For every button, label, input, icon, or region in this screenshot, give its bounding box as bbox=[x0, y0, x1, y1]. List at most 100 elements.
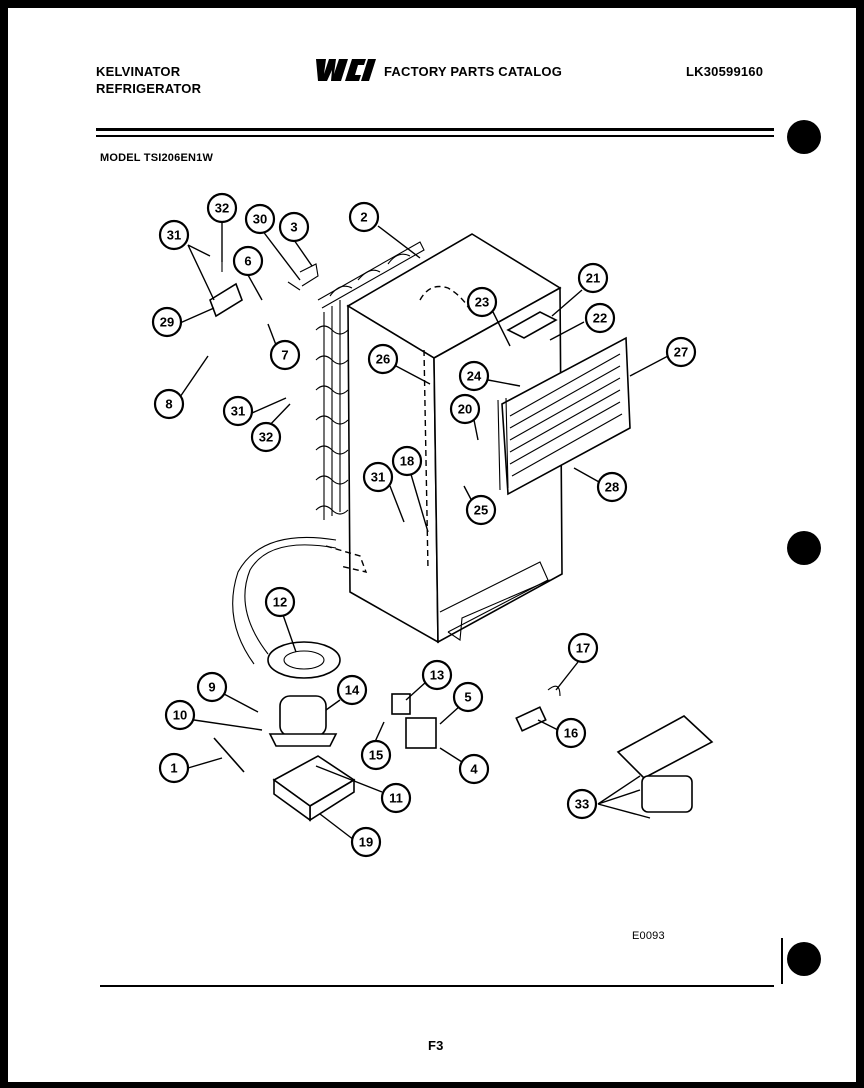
svg-text:15: 15 bbox=[369, 748, 383, 763]
svg-text:3: 3 bbox=[290, 220, 297, 235]
callout-31c: 31 bbox=[362, 461, 394, 493]
catalog-code: LK30599160 bbox=[686, 64, 764, 79]
callout-3: 3 bbox=[278, 211, 310, 243]
callout-11: 11 bbox=[380, 782, 412, 814]
svg-text:9: 9 bbox=[208, 680, 215, 695]
svg-text:23: 23 bbox=[475, 295, 489, 310]
relay bbox=[391, 693, 411, 715]
svg-text:29: 29 bbox=[160, 315, 174, 330]
callout-24: 24 bbox=[458, 360, 490, 392]
page-number: F3 bbox=[428, 1038, 444, 1053]
callout-1: 1 bbox=[158, 752, 190, 784]
svg-text:1: 1 bbox=[170, 761, 177, 776]
callout-31a: 31 bbox=[158, 219, 190, 251]
callout-28: 28 bbox=[596, 471, 628, 503]
model-number: MODEL TSI206EN1W bbox=[100, 152, 214, 164]
svg-text:5: 5 bbox=[464, 690, 471, 705]
callout-5: 5 bbox=[452, 681, 484, 713]
callout-27: 27 bbox=[665, 336, 697, 368]
svg-text:32: 32 bbox=[215, 201, 229, 216]
header-rule-bottom bbox=[96, 135, 774, 137]
svg-text:14: 14 bbox=[345, 683, 360, 698]
drawing-code: E0093 bbox=[632, 930, 665, 942]
capillary-tube bbox=[419, 285, 471, 311]
callout-7: 7 bbox=[269, 339, 301, 371]
svg-text:30: 30 bbox=[253, 212, 267, 227]
svg-text:13: 13 bbox=[430, 668, 444, 683]
binder-mark bbox=[781, 938, 783, 984]
clip bbox=[547, 685, 561, 697]
svg-text:11: 11 bbox=[389, 791, 403, 806]
callout-23: 23 bbox=[466, 286, 498, 318]
thermostat bbox=[515, 706, 547, 732]
svg-text:17: 17 bbox=[576, 641, 590, 656]
filter-drier bbox=[213, 737, 245, 773]
callout-15: 15 bbox=[360, 739, 392, 771]
svg-text:19: 19 bbox=[359, 835, 373, 850]
svg-text:6: 6 bbox=[244, 254, 251, 269]
binder-hole-bottom bbox=[787, 942, 821, 976]
svg-text:25: 25 bbox=[474, 503, 488, 518]
svg-text:8: 8 bbox=[165, 397, 172, 412]
suction-line bbox=[423, 349, 429, 571]
callout-26: 26 bbox=[367, 343, 399, 375]
callout-17: 17 bbox=[567, 632, 599, 664]
callout-32a: 32 bbox=[206, 192, 238, 224]
callout-29: 29 bbox=[151, 306, 183, 338]
svg-text:16: 16 bbox=[564, 726, 578, 741]
callout-21: 21 bbox=[577, 262, 609, 294]
catalog-title: FACTORY PARTS CATALOG bbox=[384, 64, 563, 79]
svg-text:22: 22 bbox=[593, 311, 607, 326]
svg-text:31: 31 bbox=[167, 228, 181, 243]
callout-8: 8 bbox=[153, 388, 185, 420]
callout-22: 22 bbox=[584, 302, 616, 334]
svg-text:26: 26 bbox=[376, 352, 390, 367]
bracket bbox=[209, 282, 243, 318]
svg-text:33: 33 bbox=[575, 797, 589, 812]
svg-text:28: 28 bbox=[605, 480, 619, 495]
callout-16: 16 bbox=[555, 717, 587, 749]
svg-text:27: 27 bbox=[674, 345, 688, 360]
callout-18: 18 bbox=[391, 445, 423, 477]
callout-20: 20 bbox=[449, 393, 481, 425]
callout-25: 25 bbox=[465, 494, 497, 526]
svg-text:18: 18 bbox=[400, 454, 414, 469]
drain-hose bbox=[244, 544, 337, 655]
callout-6: 6 bbox=[232, 245, 264, 277]
header-rule-top bbox=[96, 128, 774, 131]
footer-rule bbox=[100, 985, 774, 987]
callout-4: 4 bbox=[458, 753, 490, 785]
overload-protector bbox=[405, 717, 437, 749]
callout-31b: 31 bbox=[222, 395, 254, 427]
svg-text:20: 20 bbox=[458, 402, 472, 417]
svg-text:10: 10 bbox=[173, 708, 187, 723]
callout-19: 19 bbox=[350, 826, 382, 858]
compressor bbox=[267, 641, 341, 747]
svg-text:2: 2 bbox=[360, 210, 367, 225]
svg-text:4: 4 bbox=[470, 762, 478, 777]
evaporator bbox=[497, 336, 631, 496]
svg-text:31: 31 bbox=[371, 470, 385, 485]
evaporator-cover bbox=[506, 311, 558, 339]
callout-33: 33 bbox=[566, 788, 598, 820]
svg-text:24: 24 bbox=[467, 369, 482, 384]
svg-text:12: 12 bbox=[273, 595, 287, 610]
svg-text:31: 31 bbox=[231, 404, 245, 419]
condenser-fan-motor bbox=[616, 715, 714, 813]
callout-12: 12 bbox=[264, 586, 296, 618]
leader-lines bbox=[179, 220, 669, 841]
callout-2: 2 bbox=[348, 201, 380, 233]
brand-name: KELVINATOR bbox=[96, 64, 181, 79]
svg-text:21: 21 bbox=[586, 271, 600, 286]
binder-hole-middle bbox=[787, 531, 821, 565]
binder-hole-top bbox=[787, 120, 821, 154]
callout-30: 30 bbox=[244, 203, 276, 235]
callout-32b: 32 bbox=[250, 421, 282, 453]
callout-9: 9 bbox=[196, 671, 228, 703]
svg-text:7: 7 bbox=[281, 348, 288, 363]
svg-text:32: 32 bbox=[259, 430, 273, 445]
product-type: REFRIGERATOR bbox=[96, 81, 202, 96]
compressor-base-pan bbox=[272, 755, 356, 822]
condenser-coil bbox=[315, 241, 425, 520]
